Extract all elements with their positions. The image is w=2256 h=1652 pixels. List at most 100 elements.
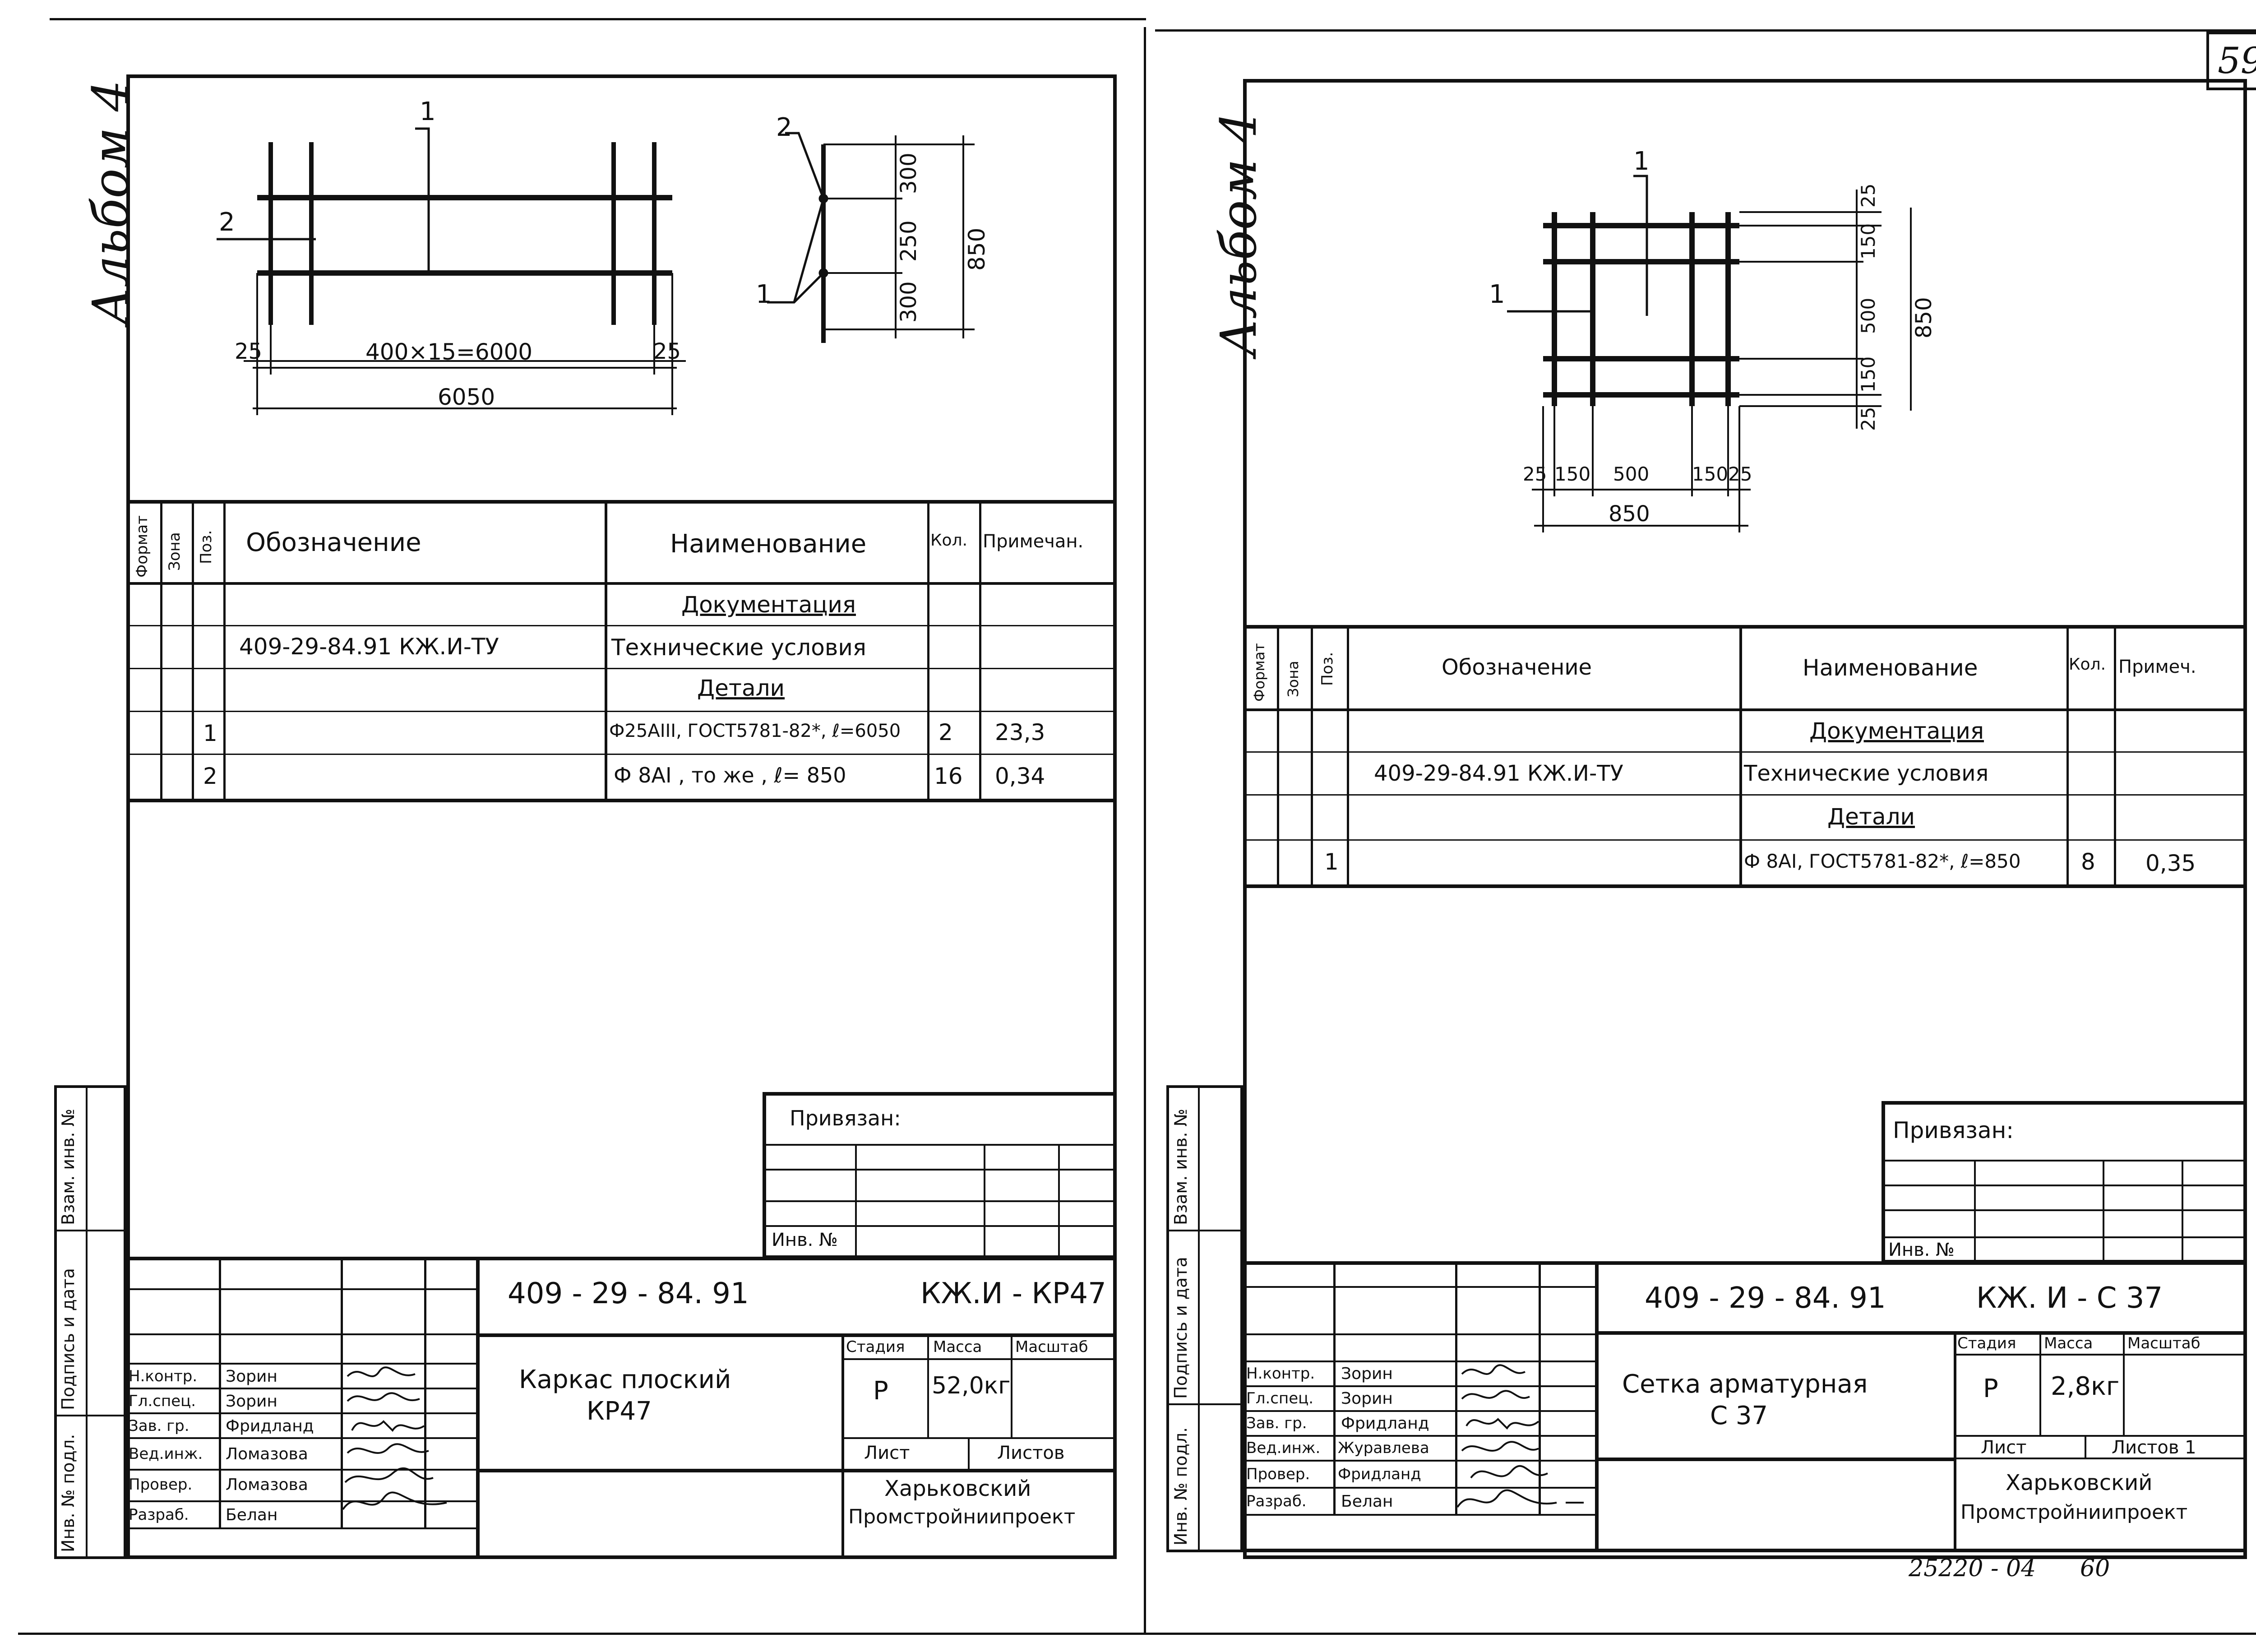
left-spec-row5-note: 0,34 [995, 763, 1045, 789]
right-tb-mass-label: Масса [2044, 1334, 2093, 1352]
right-staff-name-5: Фридланд [1338, 1465, 1421, 1483]
right-staff-role-3: Зав. гр. [1246, 1414, 1307, 1432]
left-side-label-3: Инв. № подл. [58, 1434, 78, 1552]
right-tb-mass: 2,8кг [2051, 1372, 2120, 1401]
right-tb-org-1: Харьковский [2006, 1470, 2153, 1495]
right-dim-b5: 25 [1728, 463, 1752, 485]
left-side-label-1: Взам. инв. № [58, 1108, 78, 1225]
right-spec-row4-name: Ф 8AI, ГОСТ5781-82*, ℓ=850 [1744, 850, 2021, 872]
footer-code: 25220 - 04 [1909, 1555, 2036, 1582]
left-staff-role-1: Н.контр. [129, 1367, 198, 1385]
right-side-label-3: Инв. № подл. [1171, 1427, 1191, 1546]
left-staff-name-2: Зорин [226, 1392, 277, 1411]
left-spec-row5-name: Ф 8AI , то же , ℓ= 850 [614, 763, 846, 787]
right-tb-title-2: С 37 [1710, 1401, 1768, 1430]
right-tb-title-1: Сетка арматурная [1622, 1370, 1868, 1399]
right-mesh-drawing [1507, 175, 1912, 532]
left-spec-row2-name: Технические условия [611, 634, 866, 661]
right-dim-b3: 500 [1613, 463, 1650, 485]
left-tb-mark: КЖ.И - КР47 [920, 1277, 1106, 1310]
left-staff-role-4: Вед.инж. [129, 1445, 203, 1463]
right-dim-r2: 150 [1857, 223, 1879, 259]
right-signatures [1456, 1364, 1584, 1508]
left-dim-end-left: 25 [235, 339, 263, 364]
sheet-number: 59 [2218, 40, 2256, 82]
left-spec-header-name: Наименование [670, 529, 867, 559]
right-pos1-top-label: 1 [1633, 147, 1650, 176]
left-tb-sheet-label: Лист [864, 1443, 910, 1463]
right-privyazan-label: Привязан: [1893, 1117, 2014, 1143]
left-staff-role-2: Гл.спец. [129, 1392, 196, 1410]
right-dim-r5: 25 [1857, 407, 1879, 431]
right-staff-name-2: Зорин [1341, 1389, 1393, 1408]
left-privyazan-label: Привязан: [790, 1106, 901, 1130]
footer-page: 60 [2080, 1555, 2110, 1582]
sheet-number-box [2206, 32, 2256, 90]
left-tb-title-2: КР47 [587, 1397, 652, 1426]
left-spec-row4-qty: 2 [938, 719, 953, 745]
right-pos1-left-label: 1 [1489, 280, 1505, 309]
right-spec-header-zone: Зона [1285, 661, 1302, 697]
page-center-divider [1144, 27, 1146, 1633]
left-tb-mass-label: Масса [933, 1338, 982, 1356]
right-staff-name-1: Зорин [1341, 1365, 1393, 1383]
left-staff-name-3: Фридланд [226, 1417, 314, 1435]
left-pos1-label: 1 [420, 97, 436, 126]
left-privyazan-inv: Инв. № [772, 1230, 838, 1250]
right-staff-name-6: Белан [1341, 1492, 1393, 1511]
left-tb-code: 409 - 29 - 84. 91 [508, 1277, 749, 1310]
right-spec-row4-pos: 1 [1324, 849, 1339, 875]
left-spec-row4-pos: 1 [203, 720, 217, 746]
left-spec-row4-note: 23,3 [995, 719, 1045, 745]
right-spec-row2-name: Технические условия [1744, 761, 1989, 786]
right-dim-b4: 150 [1692, 463, 1729, 485]
left-spec-header-note: Примечан. [983, 531, 1084, 552]
right-side-label-1: Взам. инв. № [1171, 1108, 1191, 1225]
right-staff-role-2: Гл.спец. [1246, 1389, 1314, 1407]
right-spec-header-qty: Кол. [2069, 655, 2106, 674]
left-tb-stage: Р [873, 1376, 888, 1406]
left-section-pos2: 2 [776, 113, 792, 142]
left-dim-spacing: 400×15=6000 [365, 339, 533, 365]
left-staff-role-6: Разраб. [129, 1506, 189, 1524]
right-spec-row3-name: Детали [1827, 804, 1915, 830]
left-tb-mass: 52,0кг [932, 1372, 1011, 1399]
right-dim-b1: 25 [1523, 463, 1547, 485]
right-tb-stage-label: Стадия [1957, 1334, 2016, 1352]
right-spec-row1-name: Документация [1809, 718, 1984, 744]
left-spec-row3-name: Детали [697, 675, 785, 701]
left-side-label-2: Подпись и дата [58, 1268, 78, 1410]
left-cage-drawing [217, 127, 975, 415]
left-spec-header-designation: Обозначение [246, 528, 421, 557]
right-tb-sheet-label: Лист [1981, 1437, 2027, 1458]
right-tb-mark: КЖ. И - С 37 [1976, 1282, 2163, 1315]
right-spec-row4-qty: 8 [2081, 849, 2095, 875]
right-tb-code: 409 - 29 - 84. 91 [1645, 1282, 1886, 1315]
right-staff-name-4: Журавлева [1338, 1439, 1429, 1457]
left-spec-header-qty: Кол. [930, 531, 968, 550]
right-frame [1243, 79, 2247, 1559]
right-staff-role-1: Н.контр. [1246, 1365, 1315, 1383]
left-tb-title-1: Каркас плоский [519, 1365, 731, 1394]
left-tb-org-1: Харьковский [884, 1476, 1031, 1501]
left-dim-end-right: 25 [653, 339, 681, 364]
left-tb-stage-label: Стадия [846, 1338, 905, 1356]
left-spec-row5-qty: 16 [934, 763, 963, 789]
right-spec-header-format: Формат [1251, 643, 1268, 702]
left-staff-name-1: Зорин [226, 1367, 277, 1386]
right-tb-sheets-label: Листов 1 [2112, 1437, 2196, 1458]
right-dim-b2: 150 [1554, 463, 1591, 485]
left-staff-role-5: Провер. [129, 1476, 193, 1494]
right-spec-row4-note: 0,35 [2145, 850, 2196, 876]
right-tb-scale-label: Масштаб [2127, 1334, 2201, 1352]
left-tb-org-2: Промстройниипроект [848, 1505, 1076, 1528]
left-tb-sheets-label: Листов [997, 1443, 1065, 1463]
left-section-pos1: 1 [756, 280, 772, 309]
left-pos2-label: 2 [219, 208, 235, 237]
right-dim-r1: 25 [1857, 183, 1879, 208]
left-signatures [342, 1366, 447, 1510]
right-privyazan-inv: Инв. № [1888, 1240, 1955, 1260]
page-bottom-border [18, 1633, 2256, 1635]
right-dim-r4: 150 [1857, 356, 1879, 393]
left-spec-row2-designation: 409-29-84.91 КЖ.И-ТУ [239, 634, 499, 660]
